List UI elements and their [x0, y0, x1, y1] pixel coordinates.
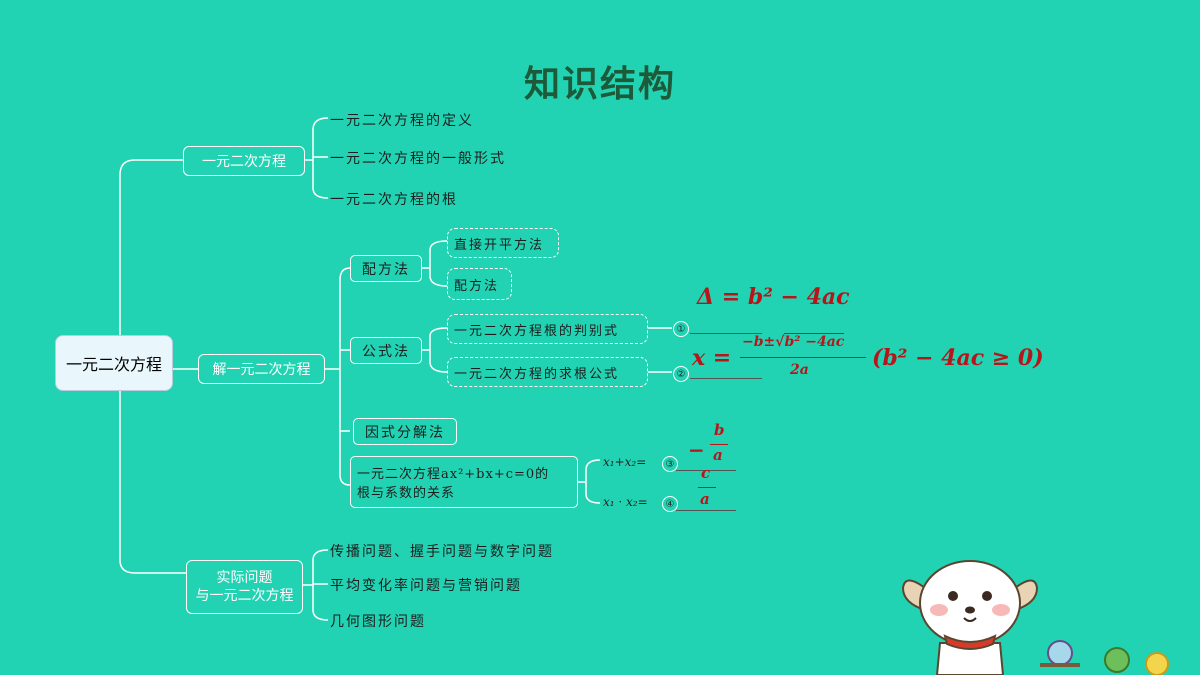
formula-root-num-prefix: −b±√	[742, 334, 785, 350]
method-factoring: 因式分解法	[353, 418, 457, 445]
formula-prod-num: c	[701, 464, 711, 482]
branch-solving: 解一元二次方程	[198, 354, 325, 384]
sub-direct-sqrt: 直接开平方法	[447, 228, 559, 258]
leaf-geometry-problems: 几何图形问题	[330, 614, 426, 630]
yellow-ball-icon	[1145, 652, 1169, 675]
method-formula: 公式法	[350, 337, 422, 364]
formula-root-fraction-bar	[740, 357, 866, 358]
sub-completing-square: 配方法	[447, 268, 512, 300]
leaf-roots: 一元二次方程的根	[330, 192, 458, 208]
brace-branch3	[303, 549, 329, 621]
formula-prod-den: a	[700, 490, 710, 508]
leaf-spread-problems: 传播问题、握手问题与数字问题	[330, 544, 554, 560]
page-title: 知识结构	[523, 64, 676, 105]
marker-1: ①	[673, 321, 689, 337]
branch-applications-line1: 实际问题	[216, 570, 273, 586]
marker-4: ④	[662, 496, 678, 512]
vieta-line2: 根与系数的关系	[357, 486, 456, 501]
formula-discriminant: Δ = b² − 4ac	[697, 284, 850, 310]
formula-root-condition: (b² − 4ac ≥ 0)	[872, 345, 1044, 371]
green-ball-icon	[1104, 647, 1130, 673]
brace-branch2	[325, 267, 351, 486]
answer-line-4	[676, 510, 736, 511]
formula-root-numerator: −b±√b² −4ac	[742, 333, 845, 350]
formula-root-denominator: 2a	[790, 362, 809, 378]
marker-3: ③	[662, 456, 678, 472]
formula-root-radicand: b² −4ac	[784, 333, 845, 350]
formula-sum-num: b	[714, 421, 725, 439]
connector-branch1	[119, 159, 183, 335]
formula-sum-den: a	[713, 446, 723, 464]
formula-x-equals: x =	[692, 345, 732, 371]
vieta-line1: 一元二次方程ax²+bx+c=0的	[357, 467, 550, 482]
brace-method4	[578, 459, 601, 504]
vieta-sum-label: x₁+x₂=	[603, 455, 647, 469]
branch-applications: 实际问题 与一元二次方程	[186, 560, 303, 614]
vieta-product-label: x₁ · x₂=	[603, 495, 648, 509]
connector-branch3	[119, 390, 186, 574]
answer-line-3	[676, 470, 736, 471]
brace-method1	[422, 240, 448, 287]
answer-line-2	[690, 378, 762, 379]
formula-sum-bar	[710, 444, 728, 445]
brace-method2	[422, 327, 448, 373]
branch-definition: 一元二次方程	[183, 146, 305, 176]
leaf-growth-problems: 平均变化率问题与营销问题	[330, 578, 522, 594]
method-completing-square: 配方法	[350, 255, 422, 282]
brace-branch1	[305, 117, 329, 199]
marker-2: ②	[673, 366, 689, 382]
cartoon-dog-illustration	[901, 560, 1169, 675]
root-node: 一元二次方程	[55, 335, 173, 391]
sub-root-formula: 一元二次方程的求根公式	[447, 357, 648, 387]
formula-sum-minus: −	[688, 438, 705, 462]
sub-discriminant: 一元二次方程根的判别式	[447, 314, 648, 344]
snail-icon	[1040, 640, 1080, 667]
leaf-general-form: 一元二次方程的一般形式	[330, 151, 506, 167]
branch-applications-line2: 与一元二次方程	[195, 588, 294, 604]
leaf-definition: 一元二次方程的定义	[330, 113, 474, 129]
method-vieta: 一元二次方程ax²+bx+c=0的 根与系数的关系	[350, 456, 578, 508]
formula-prod-bar	[698, 487, 716, 488]
answer-line-1	[690, 333, 762, 334]
